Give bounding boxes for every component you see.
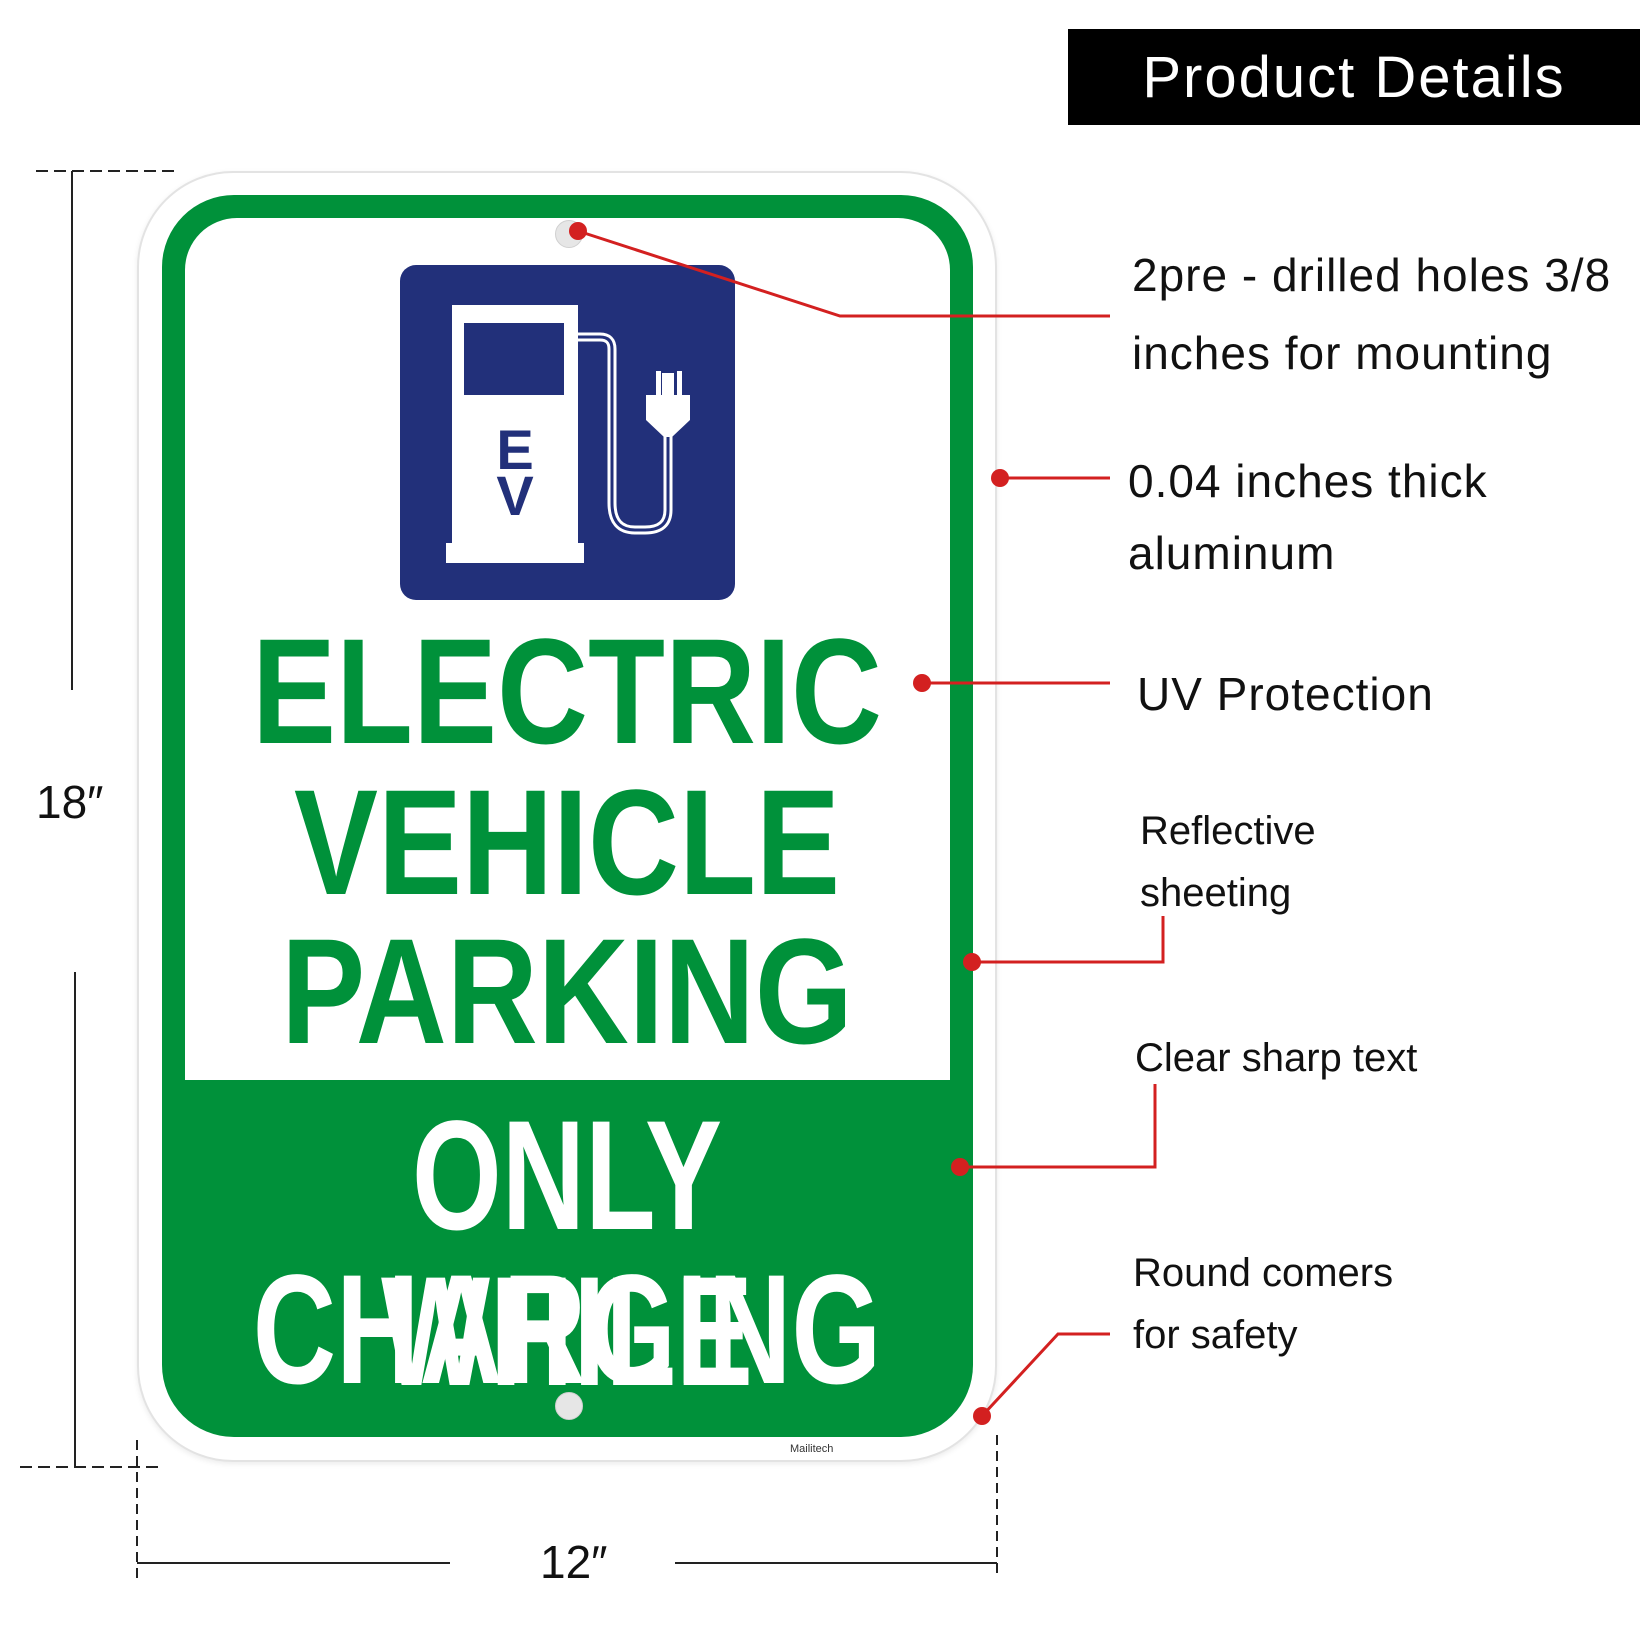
sign-text-electric: ELECTRIC xyxy=(252,607,883,775)
callout-thickness-line-1: 0.04 inches thick xyxy=(1128,455,1488,507)
callout-uv: UV Protection xyxy=(1137,655,1434,733)
callout-line-holes xyxy=(577,229,1110,318)
height-dimension-label: 18″ xyxy=(36,776,104,828)
callout-dot-thickness xyxy=(991,469,1009,487)
callout-holes: 2pre - drilled holes 3/8 inches for moun… xyxy=(1132,236,1611,392)
callout-thickness-line-2: aluminum xyxy=(1128,527,1336,579)
callout-line-clear-text xyxy=(960,1084,1157,1169)
callout-dot-clear-text xyxy=(951,1158,969,1176)
callout-clear-text-line-1: Clear sharp text xyxy=(1135,1036,1418,1080)
ev-charging-station-icon: E V xyxy=(400,265,735,600)
callout-dot-reflective xyxy=(963,953,981,971)
mounting-hole-bottom xyxy=(555,1392,583,1420)
callout-holes-line-1: 2pre - drilled holes 3/8 xyxy=(1132,249,1612,301)
callout-line-corners xyxy=(980,1332,1110,1418)
callout-reflective-line-1: Reflective xyxy=(1140,809,1316,853)
callout-line-reflective xyxy=(972,916,1165,964)
ev-letter-v: V xyxy=(496,464,533,527)
ev-pump-graphic: E V xyxy=(446,305,690,563)
callout-clear-text: Clear sharp text xyxy=(1135,1027,1417,1089)
callout-reflective-line-2: sheeting xyxy=(1140,871,1292,915)
ev-letter-e: E xyxy=(496,418,533,481)
width-dimension-label: 12″ xyxy=(540,1536,608,1588)
callout-corners-line-1: Round comers xyxy=(1133,1251,1394,1295)
sign-text-only-while: ONLY WHILE xyxy=(381,1089,753,1419)
callout-thickness: 0.04 inches thick aluminum xyxy=(1128,445,1488,589)
brand-mark: Mailitech xyxy=(790,1443,834,1455)
banner-title: Product Details xyxy=(1142,44,1566,110)
callout-dot-uv xyxy=(913,674,931,692)
callout-dot-holes xyxy=(569,222,587,240)
callout-corners-line-2: for safety xyxy=(1133,1313,1298,1357)
callout-holes-line-2: inches for mounting xyxy=(1132,327,1553,379)
sign-text-charging: CHARGING xyxy=(252,1243,882,1417)
callout-uv-line-1: UV Protection xyxy=(1137,668,1434,720)
sign-text-parking: PARKING xyxy=(281,907,853,1075)
sign-text-vehicle: VEHICLE xyxy=(293,758,841,926)
callout-dot-corners xyxy=(973,1407,991,1425)
callout-reflective: Reflective sheeting xyxy=(1140,800,1316,924)
product-details-banner: Product Details xyxy=(1068,29,1640,125)
callout-corners: Round comers for safety xyxy=(1133,1242,1393,1366)
